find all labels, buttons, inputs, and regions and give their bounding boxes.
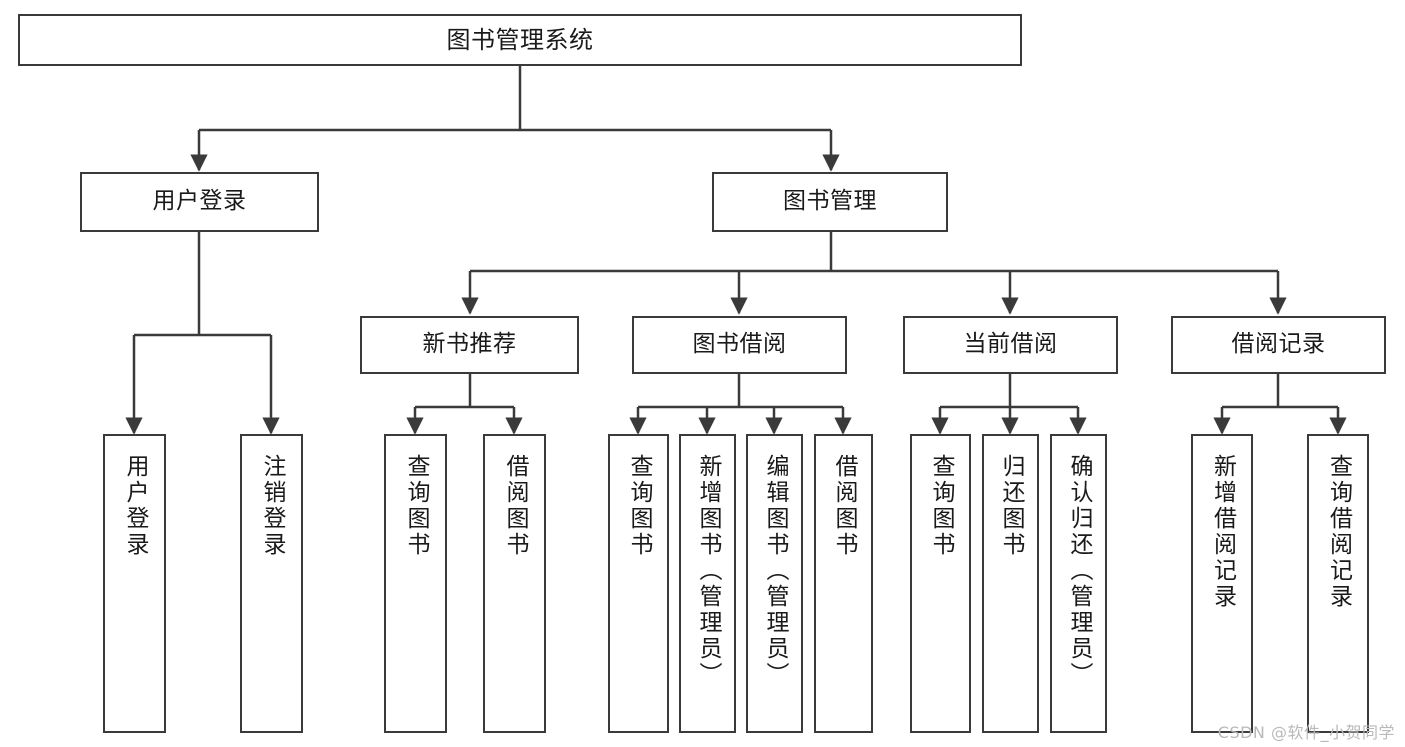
node-new-book-recommend[interactable]: 新书推荐 [360, 316, 579, 374]
node-current-borrow-label: 当前借阅 [963, 331, 1058, 358]
node-cur-confirm-return[interactable]: 确认归还（管理员） [1050, 434, 1107, 733]
node-brw-borrow-book-label: 借阅图书 [831, 454, 857, 558]
node-brw-query-book[interactable]: 查询图书 [608, 434, 669, 733]
node-current-borrow[interactable]: 当前借阅 [903, 316, 1118, 374]
node-borrow-record-label: 借阅记录 [1231, 331, 1326, 358]
node-user-login-label: 用户登录 [152, 188, 247, 215]
node-brw-edit-book-label: 编辑图书（管理员） [762, 454, 788, 688]
node-book-manage[interactable]: 图书管理 [712, 172, 948, 232]
node-login-action-label: 用户登录 [122, 454, 148, 558]
node-cur-query-book-label: 查询图书 [928, 454, 954, 558]
node-brw-add-book[interactable]: 新增图书（管理员） [679, 434, 736, 733]
node-rec-borrow-book-label: 借阅图书 [502, 454, 528, 558]
node-brw-borrow-book[interactable]: 借阅图书 [814, 434, 873, 733]
node-rec-borrow-book[interactable]: 借阅图书 [483, 434, 546, 733]
node-logout-action[interactable]: 注销登录 [240, 434, 303, 733]
node-query-borrow-record-label: 查询借阅记录 [1325, 454, 1352, 610]
node-book-borrow[interactable]: 图书借阅 [632, 316, 847, 374]
node-rec-query-book[interactable]: 查询图书 [384, 434, 447, 733]
node-add-borrow-record-label: 新增借阅记录 [1209, 454, 1236, 610]
node-book-borrow-label: 图书借阅 [692, 331, 787, 358]
node-query-borrow-record[interactable]: 查询借阅记录 [1307, 434, 1369, 733]
node-logout-action-label: 注销登录 [259, 454, 285, 558]
csdn-watermark: CSDN @软件_小贺同学 [1217, 723, 1395, 742]
node-login-action[interactable]: 用户登录 [103, 434, 166, 733]
node-cur-query-book[interactable]: 查询图书 [910, 434, 971, 733]
node-book-manage-label: 图书管理 [783, 188, 877, 215]
node-brw-add-book-label: 新增图书（管理员） [695, 454, 721, 688]
node-rec-query-book-label: 查询图书 [403, 454, 429, 558]
node-root[interactable]: 图书管理系统 [18, 14, 1022, 66]
node-new-book-recommend-label: 新书推荐 [422, 331, 517, 358]
node-cur-return-book[interactable]: 归还图书 [982, 434, 1039, 733]
node-borrow-record[interactable]: 借阅记录 [1171, 316, 1386, 374]
node-cur-return-book-label: 归还图书 [998, 454, 1024, 558]
node-brw-query-book-label: 查询图书 [626, 454, 652, 558]
node-user-login[interactable]: 用户登录 [80, 172, 319, 232]
node-cur-confirm-return-label: 确认归还（管理员） [1066, 454, 1092, 688]
node-brw-edit-book[interactable]: 编辑图书（管理员） [746, 434, 803, 733]
node-add-borrow-record[interactable]: 新增借阅记录 [1191, 434, 1253, 733]
node-root-label: 图书管理系统 [446, 25, 594, 54]
